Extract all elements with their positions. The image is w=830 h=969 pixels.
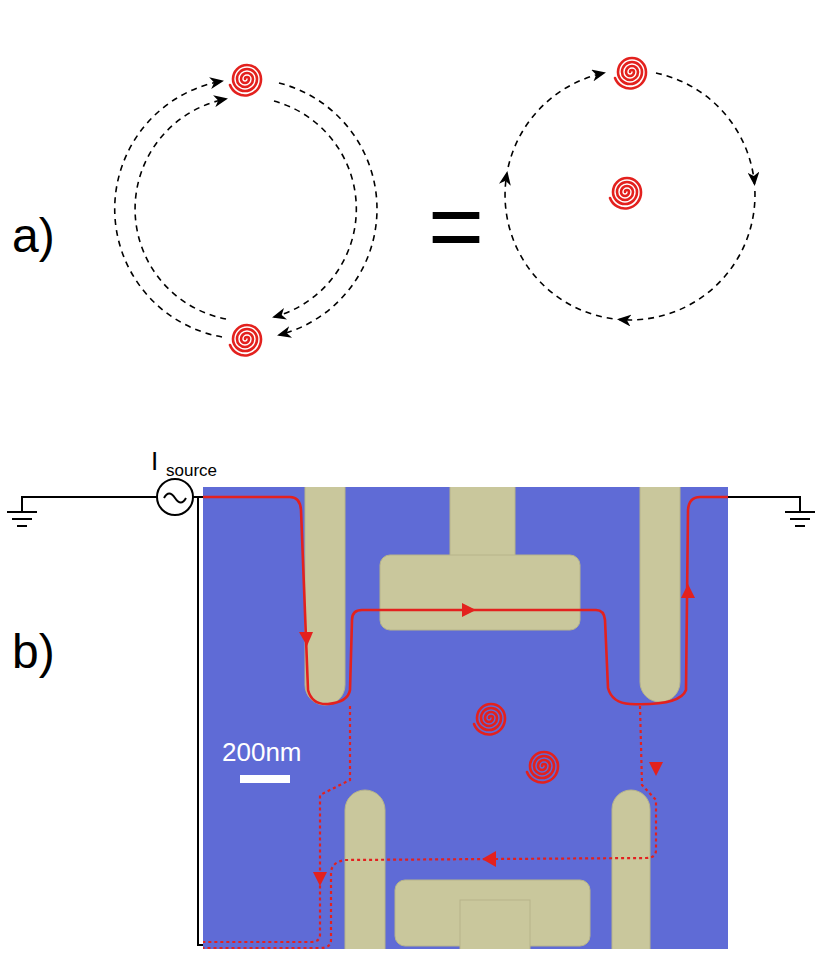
red-arrowhead [681, 584, 695, 598]
dashed-arc [274, 101, 356, 317]
anyon-spiral [615, 58, 646, 88]
panel-letter: b) [12, 628, 55, 676]
anyon-spiral [610, 178, 641, 208]
current-subscript: source [166, 462, 217, 479]
dashed-arc [279, 83, 377, 335]
wire [22, 497, 157, 512]
dashed-arc [508, 73, 604, 167]
red-arrowhead [482, 851, 496, 867]
edge-channel [203, 497, 728, 704]
edge-channel-dotted [203, 706, 656, 948]
device-micrograph [203, 487, 728, 949]
scale-bar [240, 775, 290, 783]
anyon-spiral [230, 65, 261, 95]
dashed-arc [505, 173, 613, 319]
dashed-arc [619, 191, 755, 320]
equals-sign: = [428, 178, 484, 274]
current-source [157, 479, 193, 515]
ground-symbol [785, 512, 815, 526]
red-arrowhead [313, 872, 327, 886]
gate-finger [640, 487, 680, 702]
braiding-path [505, 73, 755, 320]
panel-letter: a) [12, 212, 55, 260]
gate-stem [460, 900, 530, 949]
wire [198, 497, 203, 945]
ground-symbol [7, 512, 37, 526]
circuit [7, 479, 815, 945]
gate-bar [380, 555, 580, 630]
edge-channel-dotted [203, 706, 350, 942]
anyon-spiral [527, 752, 558, 782]
red-arrowhead [462, 603, 476, 617]
gate-finger [305, 487, 345, 705]
dashed-arc [115, 81, 222, 337]
wire [728, 497, 800, 512]
red-arrowhead [299, 632, 313, 646]
red-arrowhead [649, 762, 663, 776]
anyon-spiral [474, 704, 505, 734]
anyon-spiral [230, 325, 261, 355]
ac-symbol [164, 494, 186, 503]
gate-finger [345, 790, 385, 949]
dashed-arc [135, 99, 226, 319]
scale-label: 200nm [222, 739, 302, 765]
dashed-arc [656, 73, 755, 184]
exchange-paths [115, 81, 377, 337]
current-symbol: I [151, 448, 158, 474]
gate-finger [612, 790, 650, 949]
